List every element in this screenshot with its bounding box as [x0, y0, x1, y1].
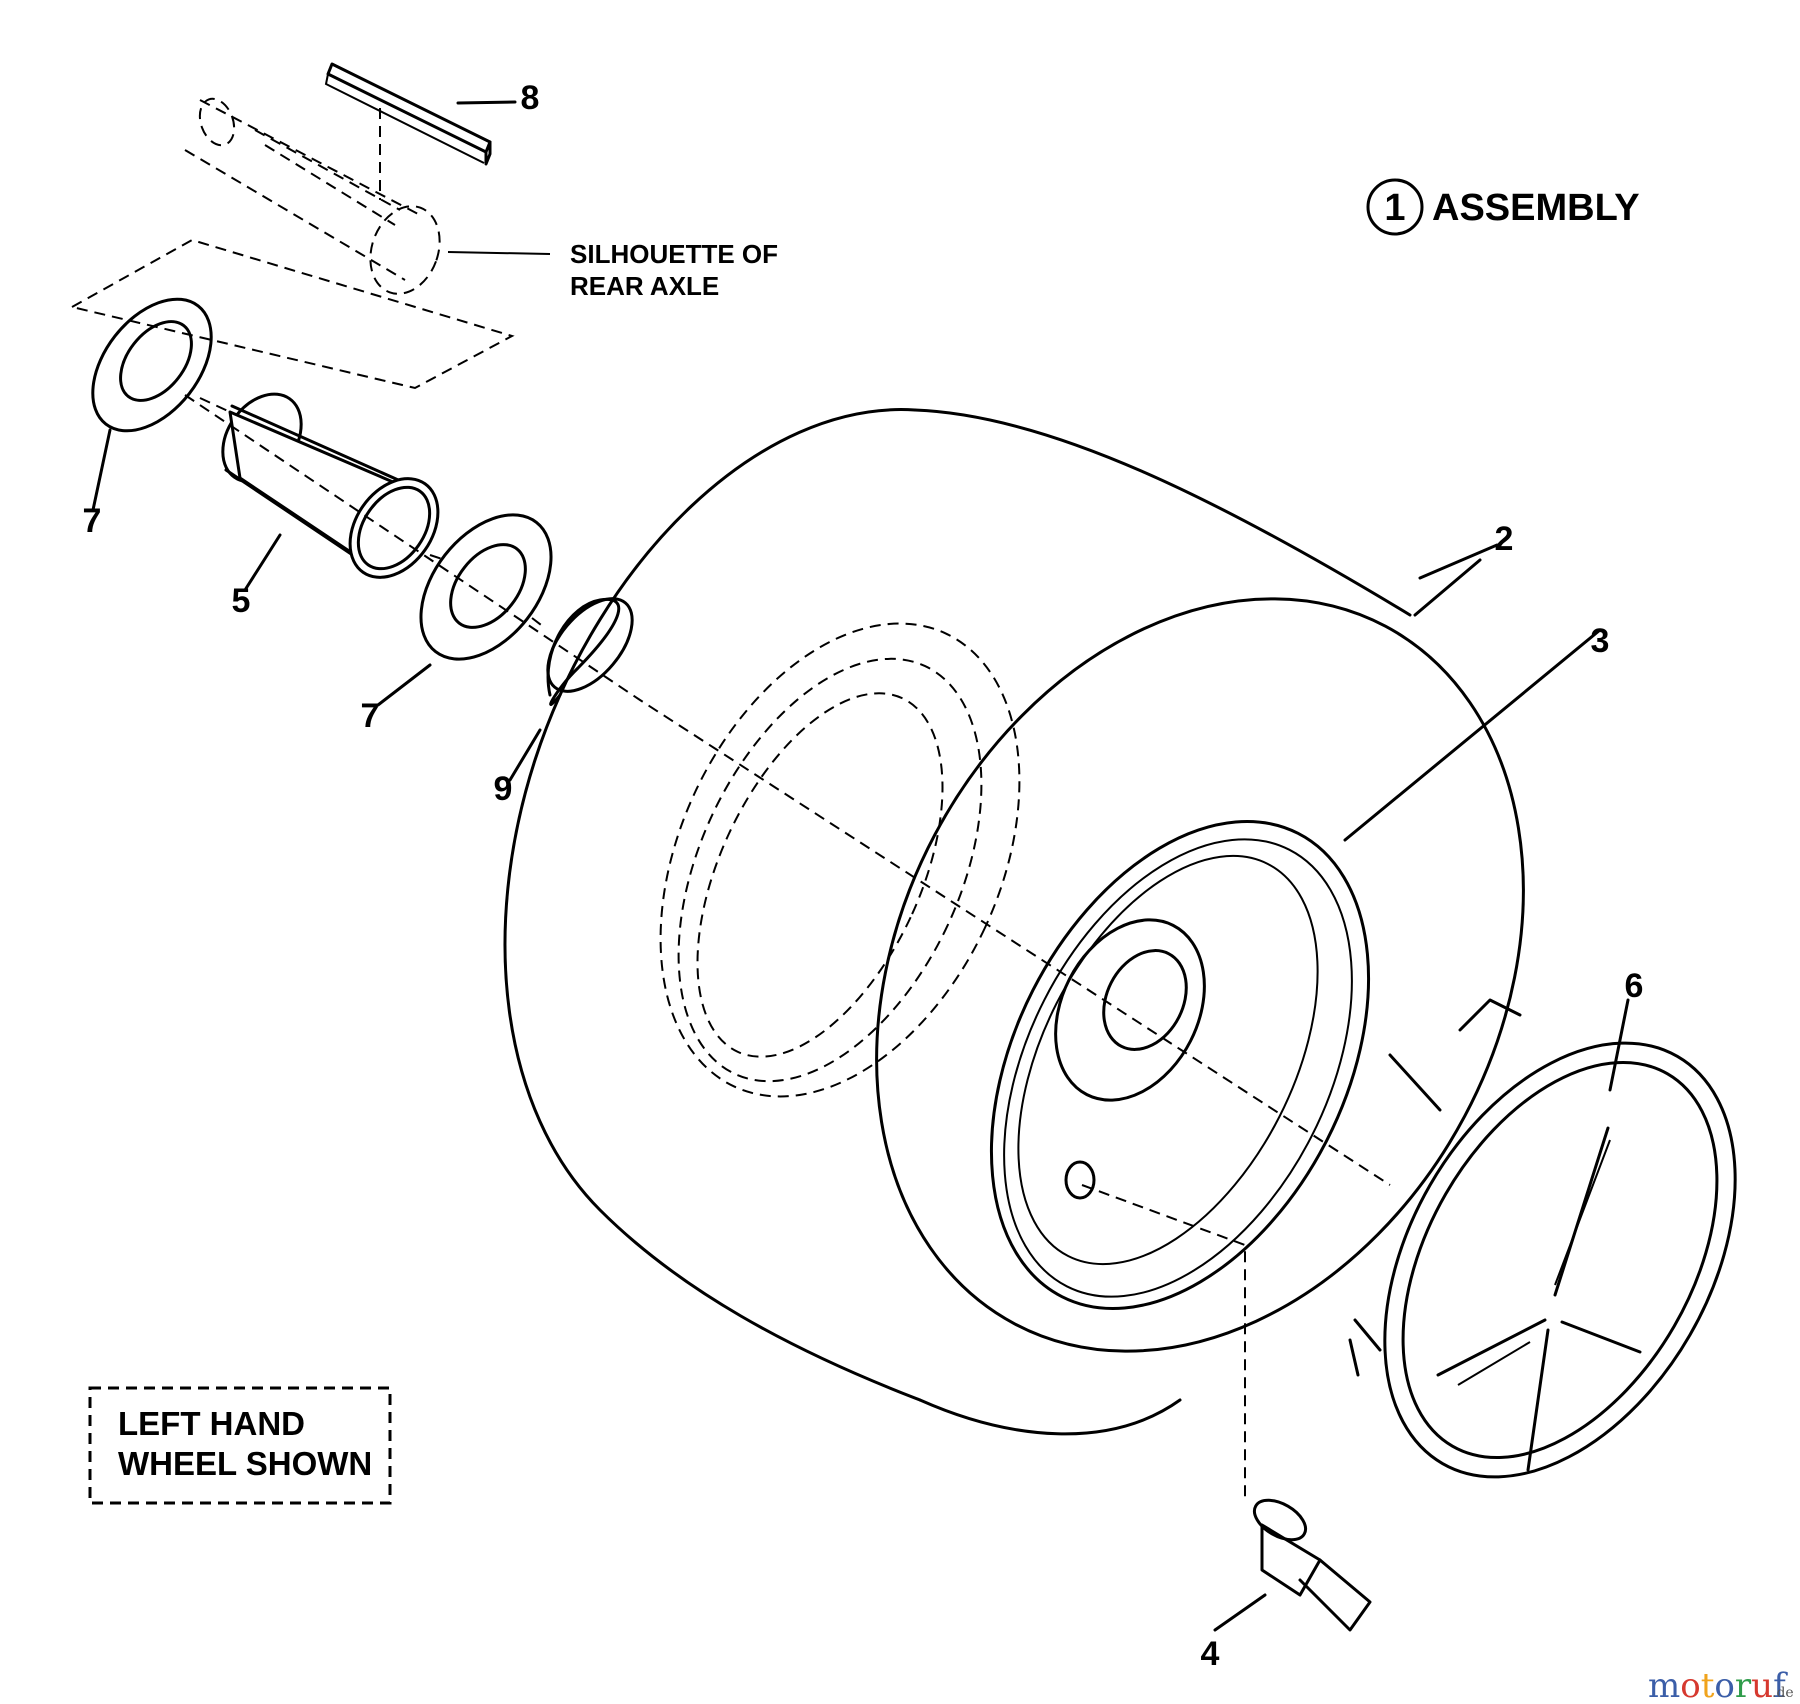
axle-label-line1: SILHOUETTE OF	[570, 239, 778, 269]
watermark-letter: t	[1701, 1666, 1715, 1704]
callout-4: 4	[1201, 1635, 1220, 1673]
watermark-letter: f	[1773, 1666, 1788, 1704]
callout-5: 5	[232, 582, 251, 620]
left-hand-note: LEFT HAND WHEEL SHOWN	[88, 1386, 392, 1505]
part-4-valve-stem	[1081, 1184, 1372, 1632]
callout-9: 9	[494, 770, 513, 808]
assembly-label: ASSEMBLY	[1432, 187, 1640, 229]
part-5-spacer	[199, 392, 440, 592]
assembly-number: 1	[1384, 187, 1405, 229]
watermark-letter: o	[1680, 1666, 1700, 1704]
note-box	[88, 1386, 392, 1505]
note-line1: LEFT HAND	[118, 1405, 305, 1442]
watermark-suffix: .de	[1772, 1685, 1794, 1701]
watermark-letter: o	[1714, 1666, 1734, 1704]
note-line2: WHEEL SHOWN	[118, 1445, 372, 1482]
part-6-hubcap	[1348, 998, 1737, 1479]
assembly-centerline	[184, 394, 1391, 1186]
part-3-rim	[659, 622, 1602, 1310]
part-7-washer-right	[376, 513, 553, 707]
watermark-letter: m	[1648, 1666, 1680, 1704]
callout-8: 8	[521, 79, 540, 117]
part-8-key	[324, 62, 517, 166]
rear-axle-silhouette	[69, 97, 551, 390]
assembly-number-circle	[1366, 178, 1424, 236]
watermark-letter: r	[1735, 1666, 1752, 1704]
part-9-retaining-ring	[508, 597, 634, 782]
callout-6: 6	[1625, 967, 1644, 1005]
callout-3: 3	[1591, 622, 1610, 660]
callout-2: 2	[1495, 520, 1514, 558]
assembly-heading: 1 ASSEMBLY	[1366, 178, 1640, 236]
watermark-letter: u	[1751, 1666, 1773, 1704]
watermark-text: motoruf	[1648, 1666, 1788, 1704]
watermark-logo: motoruf .de	[1648, 1666, 1794, 1704]
part-7-washer-left	[91, 297, 213, 512]
callout-7-right: 7	[361, 697, 380, 735]
leader-8	[456, 100, 517, 105]
axle-label-line2: REAR AXLE	[570, 271, 719, 301]
part-2-tire	[503, 408, 1525, 1436]
callout-7-left: 7	[83, 502, 102, 540]
